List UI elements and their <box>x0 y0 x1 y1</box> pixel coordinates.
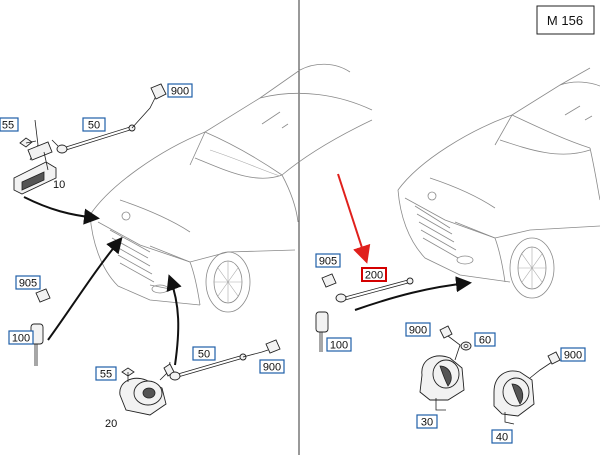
svg-text:100: 100 <box>330 340 348 352</box>
callout-50-top[interactable]: 50 <box>82 117 106 132</box>
arrow-sensor-to-car <box>47 236 123 341</box>
temp-sensor-100-left <box>30 323 44 366</box>
callout-55-top[interactable]: 55 <box>0 117 19 132</box>
svg-text:905: 905 <box>319 256 337 268</box>
callout-900-horn30[interactable]: 900 <box>405 322 431 337</box>
svg-text:50: 50 <box>88 120 100 132</box>
callout-900-horn40[interactable]: 900 <box>560 347 586 362</box>
arrow-horn-to-car <box>166 274 182 366</box>
svg-text:30: 30 <box>421 417 433 429</box>
callout-60[interactable]: 60 <box>474 332 496 347</box>
svg-text:200: 200 <box>365 270 383 282</box>
svg-text:55: 55 <box>100 369 112 381</box>
horn-40 <box>493 351 561 425</box>
part-200-rod <box>335 277 414 303</box>
svg-text:900: 900 <box>171 86 189 98</box>
svg-text:60: 60 <box>479 335 491 347</box>
highlight-arrow <box>337 173 371 264</box>
svg-text:55: 55 <box>2 120 14 132</box>
arrow-200-to-car <box>354 276 472 311</box>
washer-60 <box>460 341 472 351</box>
horn-30 <box>419 325 465 411</box>
cable-50-bottom <box>169 349 269 381</box>
connector-900-top <box>150 83 167 100</box>
temp-sensor-100-right <box>315 311 329 352</box>
bolt-55 <box>19 137 37 148</box>
horn-20 <box>119 361 175 416</box>
clip-905-left <box>35 288 51 303</box>
label-10: 10 <box>53 179 65 191</box>
engine-code-box <box>536 5 595 35</box>
cable-50-top <box>56 95 157 154</box>
car-illustration-right <box>397 67 600 299</box>
engine-code-label: M 156 <box>547 13 583 28</box>
bolt-55-horn <box>121 367 135 382</box>
callout-905-right[interactable]: 905 <box>315 253 341 268</box>
svg-text:40: 40 <box>496 432 508 444</box>
callout-900-top[interactable]: 900 <box>167 83 193 98</box>
connector-900-bottom <box>265 339 281 354</box>
clip-905-right <box>321 273 337 288</box>
callout-900-bottom[interactable]: 900 <box>259 359 285 374</box>
svg-text:50: 50 <box>198 349 210 361</box>
part-10-bracket <box>13 119 59 195</box>
callout-905-left[interactable]: 905 <box>15 275 41 290</box>
callout-50-bottom[interactable]: 50 <box>192 346 216 361</box>
svg-text:100: 100 <box>12 333 30 345</box>
callout-55-horn[interactable]: 55 <box>95 366 117 381</box>
callout-200-highlighted[interactable]: 200 <box>361 267 387 282</box>
svg-text:900: 900 <box>263 362 281 374</box>
callout-100-right[interactable]: 100 <box>326 337 352 352</box>
svg-text:900: 900 <box>409 325 427 337</box>
svg-text:905: 905 <box>19 278 37 290</box>
svg-text:900: 900 <box>564 350 582 362</box>
callout-100-left[interactable]: 100 <box>8 330 34 345</box>
arrow-bracket-to-car <box>23 196 100 225</box>
callout-30[interactable]: 30 <box>416 414 438 429</box>
callout-40[interactable]: 40 <box>491 429 513 444</box>
label-20: 20 <box>105 418 117 430</box>
